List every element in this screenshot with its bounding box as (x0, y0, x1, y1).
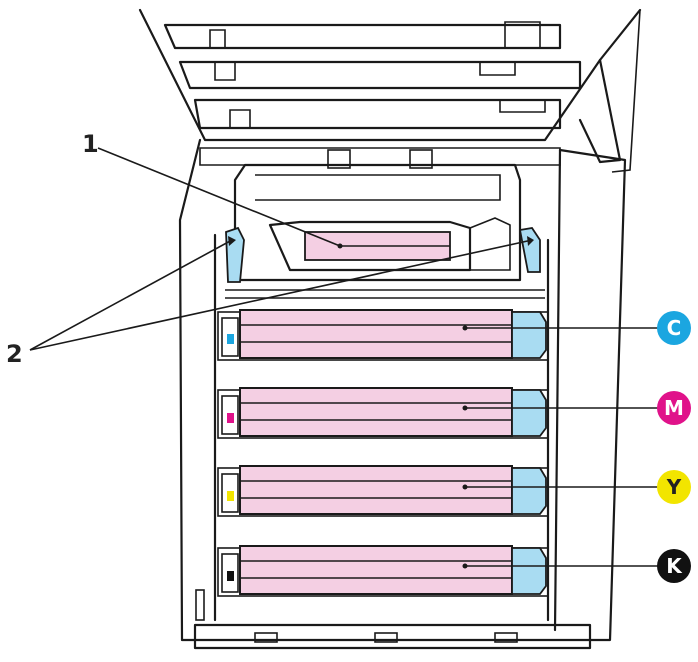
badge-black: K (657, 549, 691, 583)
callout-2: 2 (6, 340, 23, 368)
callout-1: 1 (82, 130, 99, 158)
badge-leaders (462, 325, 660, 569)
badge-magenta: M (657, 391, 691, 425)
badge-yellow-label: Y (666, 475, 682, 499)
fuser-area (213, 149, 550, 622)
badge-black-label: K (666, 554, 683, 578)
right-locking-lever (518, 227, 541, 273)
cartridge-yellow (217, 465, 549, 517)
callout-leaders (29, 147, 534, 351)
cartridge-black (217, 545, 549, 597)
badge-yellow: Y (657, 470, 691, 504)
cartridge-magenta (217, 387, 549, 439)
badge-magenta-label: M (664, 396, 684, 420)
badge-cyan-label: C (667, 316, 682, 340)
cartridge-cyan (217, 309, 549, 361)
printer-body (178, 138, 627, 650)
badge-cyan: C (657, 311, 691, 345)
top-cover (138, 8, 642, 173)
left-locking-lever (225, 226, 245, 283)
